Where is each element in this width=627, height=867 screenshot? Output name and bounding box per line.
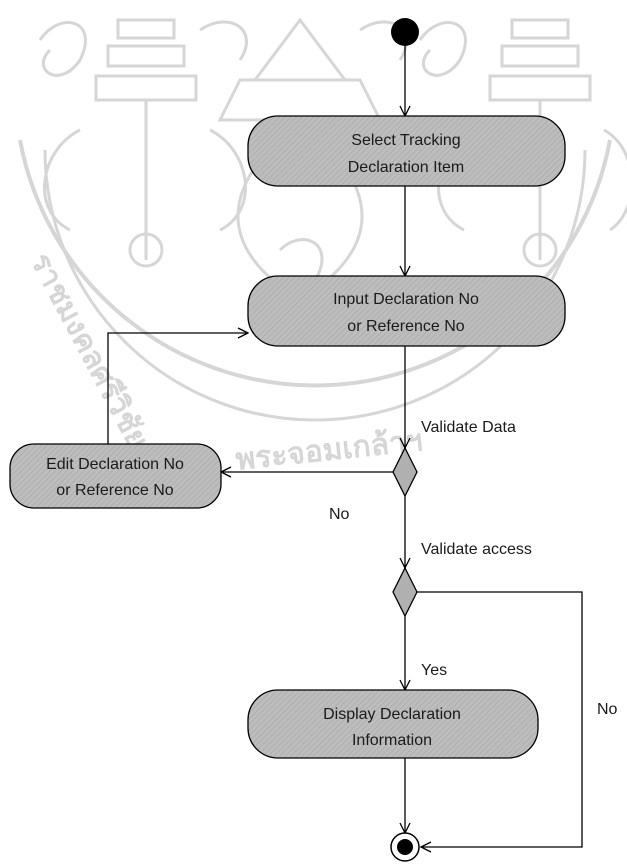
activity-display-declaration-line2: Information	[352, 732, 432, 749]
label-no-edit: No	[329, 506, 350, 523]
activity-edit-declaration: Edit Declaration No or Reference No	[9, 443, 222, 509]
edge-decision2-no-to-end	[417, 591, 583, 847]
activity-input-declaration-line2: or Reference No	[347, 318, 464, 335]
label-no-end: No	[597, 701, 618, 718]
label-validate-data: Validate Data	[421, 419, 516, 436]
activity-edit-declaration-line1: Edit Declaration No	[46, 456, 184, 473]
final-node	[390, 832, 420, 862]
label-yes-display: Yes	[421, 662, 447, 679]
activity-display-declaration: Display Declaration Information	[247, 689, 539, 759]
activity-select-tracking: Select Tracking Declaration Item	[247, 115, 566, 187]
edge-edit-to-input	[107, 333, 248, 444]
activity-input-declaration-line1: Input Declaration No	[333, 291, 479, 308]
activity-select-tracking-line1: Select Tracking	[351, 132, 460, 149]
edges	[107, 46, 583, 847]
activity-display-declaration-line1: Display Declaration	[323, 706, 461, 723]
activity-edit-declaration-line2: or Reference No	[56, 482, 173, 499]
activity-input-declaration: Input Declaration No or Reference No	[247, 275, 566, 347]
decision-validate-data	[392, 446, 418, 498]
label-validate-access: Validate access	[421, 541, 532, 558]
initial-node	[391, 18, 419, 46]
watermark-seal	[18, 17, 627, 422]
decision-validate-access	[392, 566, 418, 618]
left-umbrella-ornament	[43, 18, 247, 268]
activity-select-tracking-line2: Declaration Item	[348, 159, 465, 176]
